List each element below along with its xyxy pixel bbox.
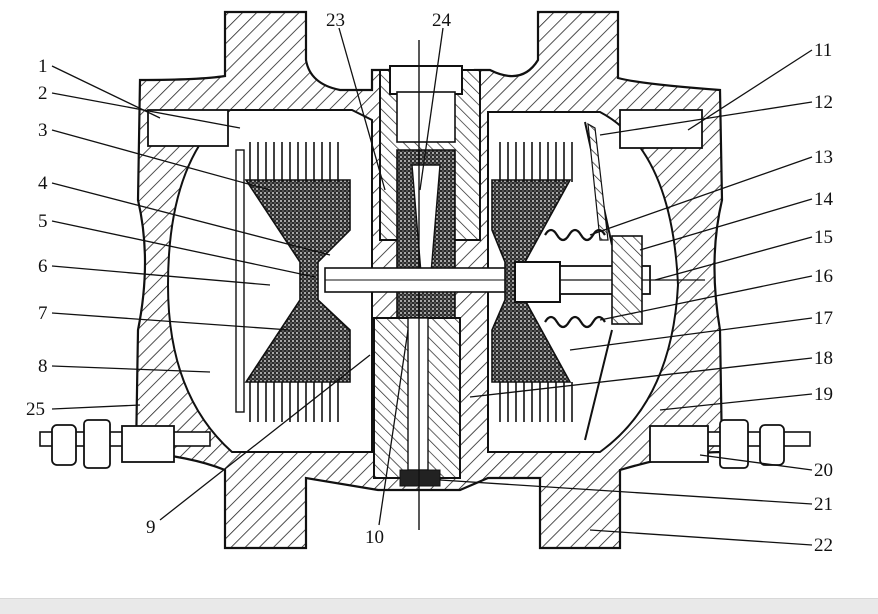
label-2: 2 <box>38 83 48 104</box>
label-10: 10 <box>365 527 384 548</box>
left-upper-fins <box>249 142 339 182</box>
label-24: 24 <box>432 10 452 31</box>
label-3: 3 <box>38 120 48 141</box>
label-18: 18 <box>814 348 833 369</box>
label-14: 14 <box>814 189 834 210</box>
left-element-stack <box>235 142 351 422</box>
label-15: 15 <box>814 227 833 248</box>
label-13: 13 <box>814 147 833 168</box>
label-21: 21 <box>814 494 833 515</box>
label-25: 25 <box>26 399 45 420</box>
leader-lines <box>51 27 813 546</box>
label-6: 6 <box>38 256 48 277</box>
label-19: 19 <box>814 384 833 405</box>
right-upper-fins <box>499 142 573 182</box>
label-12: 12 <box>814 92 833 113</box>
bottom-margin-strip <box>0 598 878 614</box>
label-17: 17 <box>814 308 833 329</box>
left-lower-fins <box>249 382 339 422</box>
callout-labels: 1 2 3 4 5 6 7 8 25 9 10 23 24 11 12 13 1… <box>26 10 834 556</box>
right-drain-plug <box>649 419 811 469</box>
label-4: 4 <box>38 173 48 194</box>
label-7: 7 <box>38 303 48 324</box>
label-1: 1 <box>38 56 48 77</box>
label-16: 16 <box>814 266 833 287</box>
spring-adjuster-assembly <box>514 228 705 329</box>
label-9: 9 <box>146 517 156 538</box>
central-nozzle-assembly <box>324 40 541 530</box>
label-11: 11 <box>814 40 832 61</box>
label-5: 5 <box>38 211 48 232</box>
label-8: 8 <box>38 356 48 377</box>
label-22: 22 <box>814 535 833 556</box>
left-drain-plug <box>39 419 211 469</box>
right-element-stack <box>491 121 613 441</box>
label-23: 23 <box>326 10 345 31</box>
label-20: 20 <box>814 460 833 481</box>
